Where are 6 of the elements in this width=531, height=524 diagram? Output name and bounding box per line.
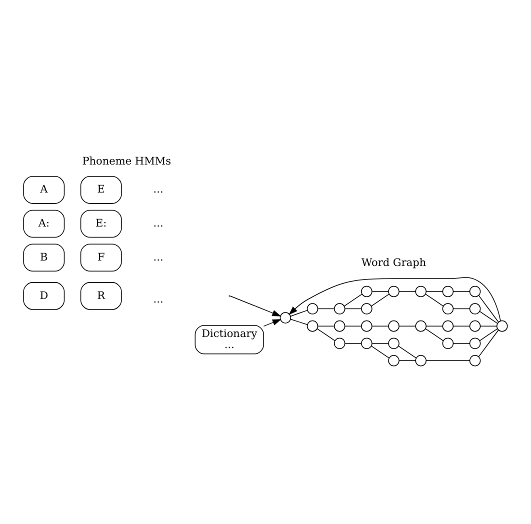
label: ... (153, 217, 164, 230)
label: Phoneme HMMs (82, 154, 172, 167)
label: Word Graph (361, 256, 426, 269)
label: ... (153, 183, 164, 196)
label: ... (153, 293, 164, 306)
label: ... (153, 250, 164, 263)
